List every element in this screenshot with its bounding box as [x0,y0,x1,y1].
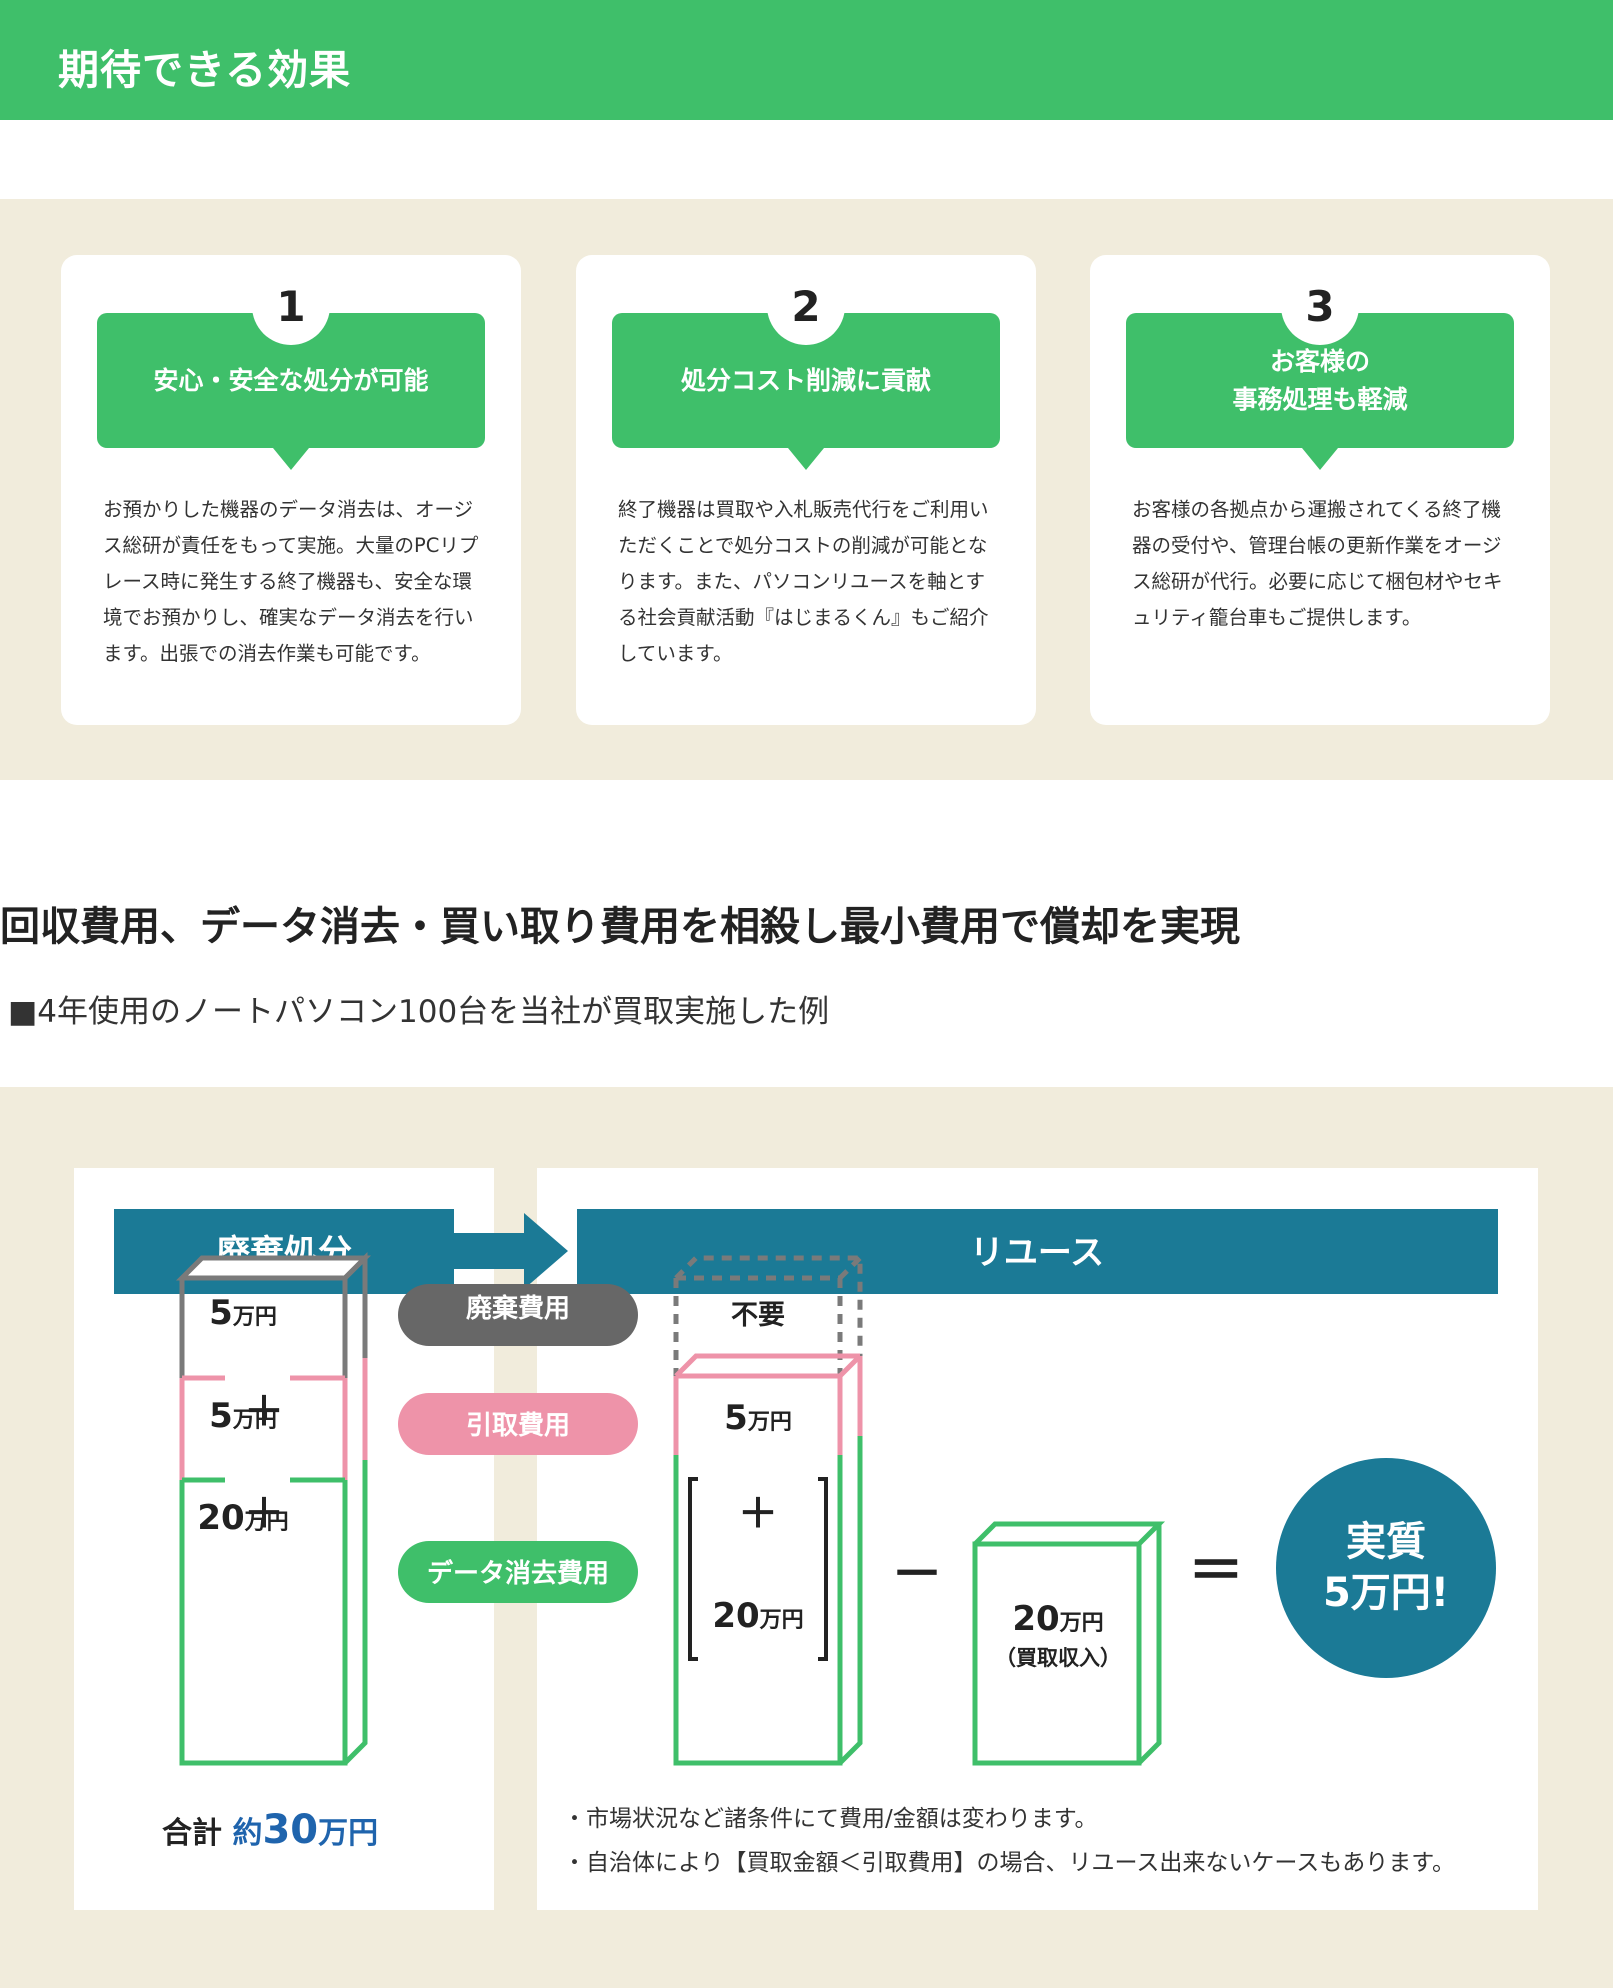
not-needed-label: 不要 [731,1300,785,1331]
arrow-right-icon [454,1213,568,1289]
result-line-1: 実質 [1346,1519,1426,1565]
left-top-value: 5万円 [209,1293,277,1333]
comparison-section: 廃棄処分 リユース ＋ ＋ 5万円 5万円 20万円 廃棄費用 引取費用 データ… [0,1087,1613,1988]
reuse-top-value: 5万円 [724,1398,792,1438]
result-circle [1276,1458,1496,1678]
left-mid-value: 5万円 [209,1396,277,1436]
effect-card-body: お預かりした機器のデータ消去は、オージス総研が責任をもって実施。大量のPCリプレ… [103,498,479,665]
left-bottom-value: 20万円 [197,1498,288,1538]
total-prefix: 合計 [162,1816,222,1851]
disposal-cost-stack [175,1251,372,1766]
cost-comparison-diagram: 廃棄処分 リユース ＋ ＋ 5万円 5万円 20万円 廃棄費用 引取費用 データ… [114,1209,1498,1766]
effect-card-2: 処分コスト削減に貢献 2 終了機器は買取や入札販売代行をご利用いただくことで処分… [576,255,1036,725]
buyback-box [972,1521,1166,1766]
erase-fee-pill [398,1541,638,1603]
total-amount: 約30万円 [232,1807,379,1853]
effects-section: 安心・安全な処分が可能 1 お預かりした機器のデータ消去は、オージス総研が責任を… [0,199,1613,780]
plus-sign: ＋ [244,1491,284,1537]
equals-sign: ＝ [1188,1539,1244,1604]
effect-card-1: 安心・安全な処分が可能 1 お預かりした機器のデータ消去は、オージス総研が責任を… [61,255,521,725]
buyback-value: 20万円 [1012,1599,1103,1639]
result-line-2: 5万円! [1323,1570,1449,1616]
plus-sign: ＋ [244,1389,284,1435]
reuse-bottom-value: 20万円 [712,1596,803,1636]
reuse-cost-stack [673,1255,863,1766]
minus-sign: － [891,1545,943,1605]
note-item: ・市場状況など諸条件にて費用/金額は変わります。 [563,1806,1098,1832]
section-subtitle: ■4年使用のノートパソコン100台を当社が買取実施した例 [8,994,830,1030]
note-item: ・自治体により【買取金額＜引取費用】の場合、リユース出来ないケースもあります。 [563,1850,1455,1876]
page-header: 期待できる効果 [0,0,1613,120]
page-title: 期待できる効果 [58,46,352,94]
effect-number-badge: 3 [1281,267,1359,345]
effect-number-badge: 2 [767,267,845,345]
effect-card-body: お客様の各拠点から運搬されてくる終了機器の受付や、管理台帳の更新作業をオージス総… [1132,498,1503,629]
pickup-fee-pill [398,1393,638,1455]
effect-number-badge: 1 [252,267,330,345]
notes-list: ・市場状況など諸条件にて費用/金額は変わります。 ・自治体により【買取金額＜引取… [563,1797,1455,1885]
pickup-fee-label: 引取費用 [466,1411,570,1441]
effect-card-3: お客様の 事務処理も軽減 3 お客様の各拠点から運搬されてくる終了機器の受付や、… [1090,255,1550,725]
erase-fee-label: データ消去費用 [427,1558,609,1589]
disposal-fee-label: 廃棄費用 [466,1293,570,1324]
reuse-label: リユース [970,1233,1104,1273]
plus-sign: ＋ [738,1491,778,1537]
buyback-note: （買取収入） [995,1646,1121,1670]
section-title: 回収費用、データ消去・買い取り費用を相殺し最小費用で償却を実現 [0,904,1240,950]
total-cost: 合計 約30万円 [162,1807,378,1853]
effect-card-body: 終了機器は買取や入札販売代行をご利用いただくことで処分コストの削減が可能となりま… [618,498,989,665]
disposal-fee-pill [398,1284,638,1346]
